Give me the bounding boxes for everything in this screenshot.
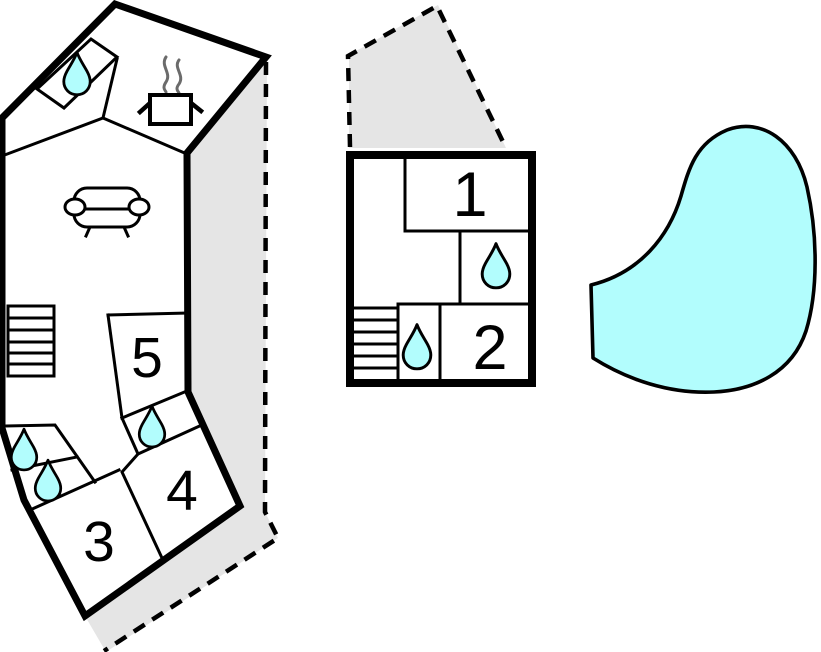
bathroom-wall — [4, 423, 98, 485]
left-terrace — [85, 57, 281, 652]
room-label-3: 3 — [83, 510, 115, 574]
room-label-1: 1 — [452, 160, 487, 230]
interior-wall — [101, 57, 119, 120]
stove-icon — [136, 55, 205, 126]
stair-treads — [352, 318, 400, 370]
stairs-icon — [352, 306, 400, 370]
pot — [148, 93, 193, 126]
main-building: 5 3 4 — [0, 0, 272, 622]
annex-terrace — [345, 2, 508, 148]
annex-terrace-dashed-border — [345, 2, 508, 148]
room-label-5: 5 — [131, 326, 163, 390]
left-terrace-dashed-border — [102, 61, 281, 652]
room5-wall — [106, 311, 189, 317]
steam-lines — [162, 55, 170, 94]
room3-wall — [28, 468, 121, 512]
room4-wall — [120, 451, 164, 560]
stairs-icon — [6, 304, 56, 378]
annex-building: 1 2 — [346, 151, 536, 387]
steam-lines — [175, 58, 183, 95]
annex-terrace-area — [349, 5, 506, 148]
stair-treads — [6, 316, 56, 366]
sofa-icon — [63, 186, 151, 238]
sofa-armrest — [63, 197, 87, 217]
room5-wall — [106, 313, 124, 420]
main-building-outline — [0, 0, 272, 622]
swimming-pool — [589, 124, 817, 394]
room-label-4: 4 — [166, 459, 198, 523]
left-terrace-area — [85, 57, 278, 652]
sofa-armrest — [127, 197, 151, 217]
room5-wall — [120, 389, 189, 420]
interior-wall — [0, 116, 189, 158]
room-label-2: 2 — [472, 313, 507, 383]
